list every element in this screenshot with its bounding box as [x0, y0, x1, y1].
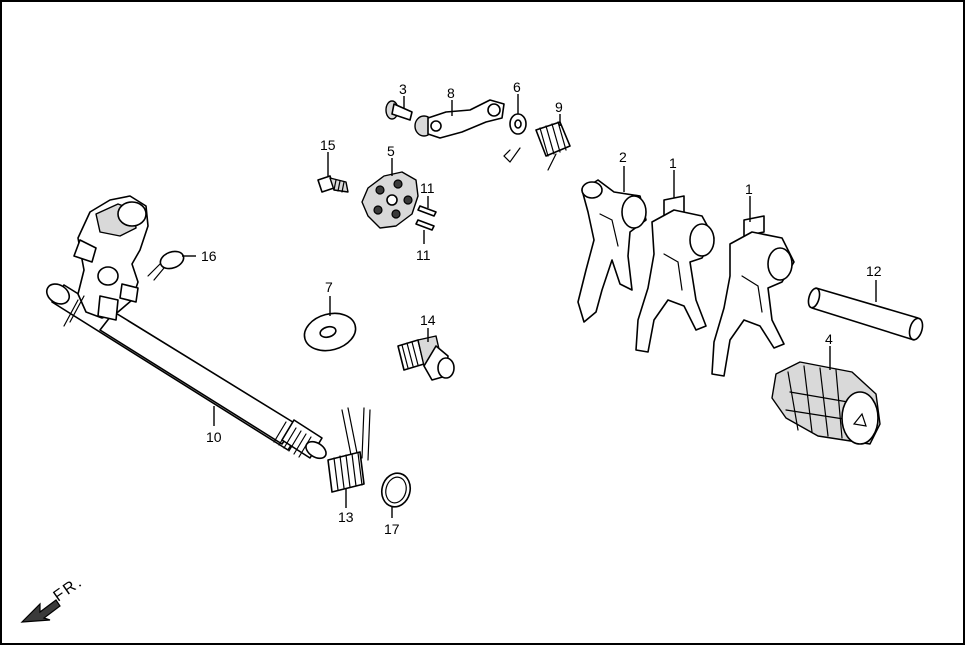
callout-arm-8: 8 — [447, 85, 455, 101]
callout-fork-2: 2 — [619, 149, 627, 165]
shift-fork-1b-part — [711, 215, 795, 377]
washer-7-part — [303, 312, 357, 352]
spring-clip-part — [147, 250, 185, 281]
callout-pin-14: 14 — [420, 312, 436, 328]
callout-shaft-10: 10 — [206, 429, 222, 445]
callout-drum-4: 4 — [825, 331, 833, 347]
star-plate-part — [361, 171, 419, 229]
callout-group: 1 1 2 3 4 5 6 7 8 9 10 11 11 12 13 14 15 — [182, 79, 882, 537]
callout-bolt-3: 3 — [399, 81, 407, 97]
callout-clip-16: 16 — [201, 248, 217, 264]
callout-washer-6: 6 — [513, 79, 521, 95]
callout-spring-13: 13 — [338, 509, 354, 525]
callout-pin-11b: 11 — [416, 247, 431, 263]
torsion-spring-13-part — [327, 407, 371, 493]
shift-drum-4-part — [771, 361, 881, 445]
callout-pin-11a: 11 — [420, 180, 435, 196]
shift-spindle-part — [45, 195, 327, 460]
front-direction-label: FR. — [51, 573, 87, 605]
callout-bolt-15: 15 — [320, 137, 336, 153]
spring-9-part — [503, 121, 571, 171]
callout-fork-shaft-12: 12 — [866, 263, 882, 279]
callout-plate-5: 5 — [387, 143, 395, 159]
bolt-3-part — [385, 100, 413, 121]
callout-circlip-17: 17 — [384, 521, 400, 537]
washer-6-part — [509, 113, 527, 135]
front-direction-indicator: FR. — [20, 573, 87, 623]
bolt-15-part — [317, 175, 349, 193]
stopper-arm-part — [414, 99, 505, 139]
callout-washer-7: 7 — [325, 279, 333, 295]
callout-spring-9: 9 — [555, 99, 563, 115]
callout-fork-1a: 1 — [669, 155, 677, 171]
pin-bolt-14-part — [397, 335, 455, 381]
circlip-17-part — [380, 472, 412, 508]
pins-11-part — [415, 205, 437, 231]
shift-fork-2-part — [577, 179, 647, 323]
callout-fork-1b: 1 — [745, 181, 753, 197]
fork-shaft-12-part — [807, 287, 924, 341]
shift-fork-1a-part — [635, 195, 715, 353]
